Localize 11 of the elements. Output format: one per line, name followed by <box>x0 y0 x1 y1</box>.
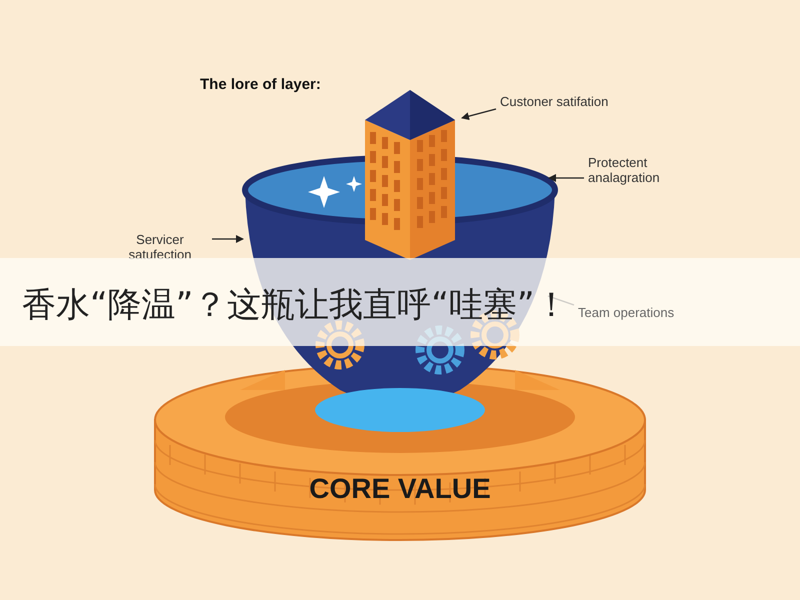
callout-label: Team operations <box>578 305 708 320</box>
diagram-title: The lore of layer: <box>200 76 321 93</box>
callout-label: Protectent analagration <box>588 155 698 185</box>
banner-text: 香水“降温”？这瓶让我直呼“哇塞”！ <box>22 284 568 327</box>
callout-label: Servicer satufection <box>112 232 208 262</box>
platform-label: CORE VALUE <box>308 473 492 505</box>
leader-line <box>212 235 244 243</box>
leader-line <box>461 108 496 120</box>
leader-line <box>548 174 584 182</box>
callout-label: Custoner satifation <box>500 94 660 109</box>
tower-drawing <box>365 90 455 260</box>
